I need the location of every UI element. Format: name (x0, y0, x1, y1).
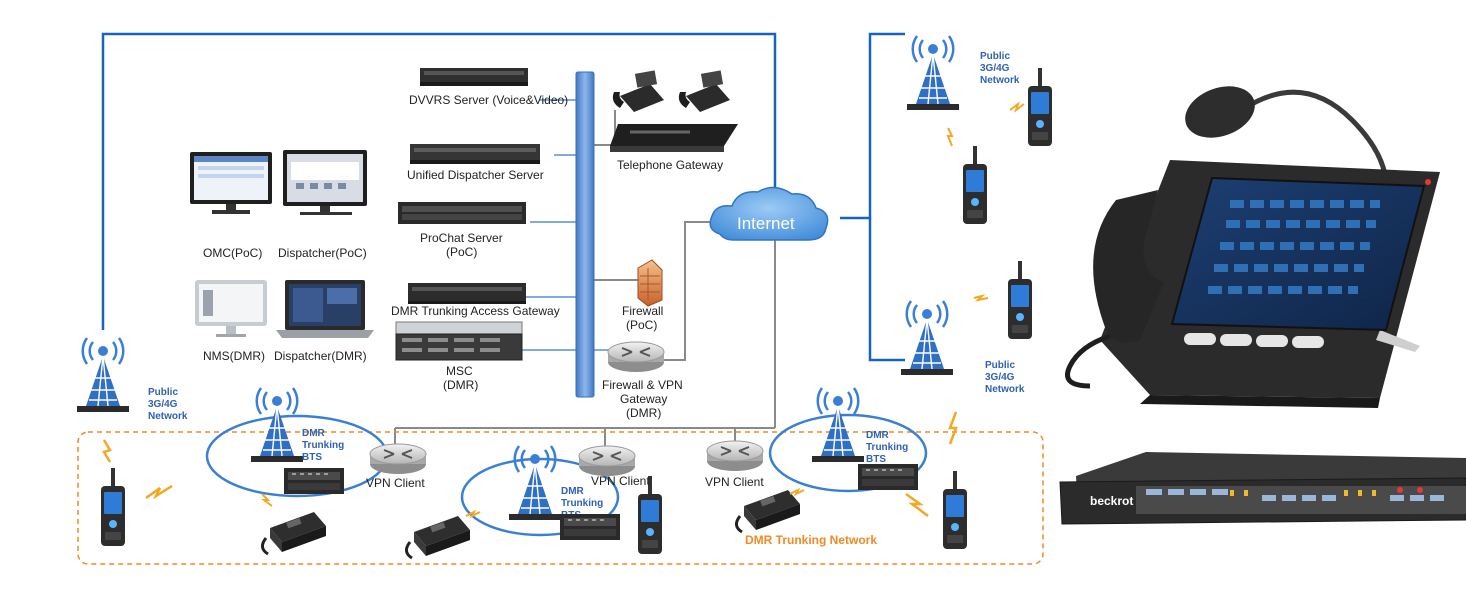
internet-label: Internet (737, 214, 795, 233)
bts-tower-icon-2 (507, 444, 563, 522)
dispatcher-dmr-label: Dispatcher(DMR) (274, 349, 367, 363)
bts3-line2: Trunking (866, 442, 908, 453)
vpn-client-label-1: VPN Client (366, 476, 425, 490)
bts3-line3: BTS (866, 454, 886, 465)
prochat-server-label-2: (PoC) (446, 245, 477, 259)
dispatcher-dmr-laptop-icon (276, 280, 374, 338)
bts-tower-icon-3 (810, 386, 866, 464)
bts1-line1: DMR (302, 428, 326, 439)
signal-bolt-icon-4 (102, 439, 112, 463)
dvvrs-server-label: DVVRS Server (Voice&Video) (409, 93, 568, 107)
public-mid-line3: Network (985, 384, 1025, 395)
signal-bolt-icon-7 (465, 509, 481, 519)
msc-server-icon (395, 321, 523, 361)
handheld-radio-icon-6 (943, 471, 967, 549)
dmr-network-boundary (77, 431, 1044, 565)
msc-label-1: MSC (446, 364, 473, 378)
signal-bolt-icon-5 (145, 484, 173, 500)
dmr-network-label: DMR Trunking Network (745, 533, 877, 547)
tower-icon-public-top (905, 34, 961, 112)
signal-bolt-icon-2 (946, 127, 954, 147)
vpn-gateway-router-icon (607, 341, 665, 373)
signal-bolt-icon-1 (1009, 101, 1025, 113)
unified-dispatcher-server-label: Unified Dispatcher Server (407, 168, 544, 182)
public-top-line1: Public (980, 51, 1010, 62)
vpn-client-router-icon-1 (369, 443, 427, 475)
dispatcher-poc-monitor-icon (283, 150, 367, 215)
vpn-gateway-label-1: Firewall & VPN (602, 378, 683, 392)
bts2-line1: DMR (561, 486, 585, 497)
handheld-radio-icon-2 (963, 146, 987, 224)
bts-equipment-icon-2 (559, 513, 621, 541)
dispatcher-poc-label: Dispatcher(PoC) (278, 246, 367, 260)
telephone-gateway-icon (610, 124, 738, 152)
telephone-gateway-label: Telephone Gateway (617, 158, 723, 172)
public-mid-line1: Public (985, 360, 1015, 371)
vpn-client-router-icon-2 (578, 445, 636, 477)
mobile-radio-icon-3 (734, 488, 802, 534)
vpn-client-label-2: VPN Client (591, 474, 650, 488)
dmr-gateway-label: DMR Trunking Access Gateway (391, 304, 560, 318)
nms-label: NMS(DMR) (203, 349, 265, 363)
signal-bolt-icon-8 (789, 487, 805, 497)
bts-cell-3 (768, 413, 928, 493)
signal-bolt-icon-3 (973, 294, 989, 302)
signal-bolt-icon-6 (261, 493, 273, 507)
nms-monitor-icon (195, 280, 267, 337)
msc-label-2: (DMR) (443, 378, 478, 392)
public-left-line2: 3G/4G (148, 399, 178, 410)
prochat-server-icon (398, 202, 526, 224)
vpn-client-router-icon-3 (706, 440, 764, 472)
firewall-label-2: (PoC) (626, 318, 657, 332)
rack-gateway-device-icon (1059, 452, 1466, 525)
public-top-line2: 3G/4G (980, 63, 1010, 74)
firewall-label-1: Firewall (622, 304, 663, 318)
vpn-client-label-3: VPN Client (705, 475, 764, 489)
ip-phone-icon-2 (678, 70, 730, 112)
server-bus (575, 71, 595, 398)
prochat-server-label-1: ProChat Server (420, 231, 503, 245)
firewall-icon (637, 259, 663, 307)
omc-monitor-icon (190, 152, 272, 214)
tower-icon-public-mid (899, 299, 955, 377)
vpn-gateway-label-3: (DMR) (626, 406, 661, 420)
bts-equipment-icon-3 (857, 463, 919, 491)
bts1-line3: BTS (302, 452, 322, 463)
tower-icon-public-left (75, 336, 131, 414)
dmr-gateway-icon (408, 283, 526, 304)
public-left-line1: Public (148, 387, 178, 398)
vpn-gateway-label-2: Gateway (620, 392, 667, 406)
blue-links (101, 32, 905, 362)
dvvrs-server-icon (420, 68, 528, 86)
signal-bolt-icon-10 (905, 492, 929, 517)
signal-bolt-icon-9 (948, 411, 958, 445)
ip-phone-icon-1 (612, 70, 664, 112)
bts2-line2: Trunking (561, 498, 603, 509)
bts3-line1: DMR (866, 430, 890, 441)
public-left-line3: Network (148, 411, 188, 422)
bus-branches (520, 99, 610, 351)
unified-dispatcher-server-icon (410, 144, 540, 164)
handheld-radio-icon-1 (1028, 68, 1052, 146)
mobile-radio-icon-1 (260, 510, 328, 556)
handheld-radio-icon-4 (101, 468, 125, 546)
dispatch-console-icon (1065, 86, 1440, 408)
mobile-radio-icon-2 (404, 514, 472, 560)
omc-label: OMC(PoC) (203, 246, 262, 260)
internet-cloud-icon (709, 186, 829, 241)
bts-tower-icon-1 (249, 386, 305, 464)
bts1-line2: Trunking (302, 440, 344, 451)
bts-equipment-icon-1 (283, 467, 345, 495)
handheld-radio-icon-3 (1008, 261, 1032, 339)
public-mid-line2: 3G/4G (985, 372, 1015, 383)
public-top-line3: Network (980, 75, 1020, 86)
device-brand-label: beckrot (1090, 494, 1133, 508)
